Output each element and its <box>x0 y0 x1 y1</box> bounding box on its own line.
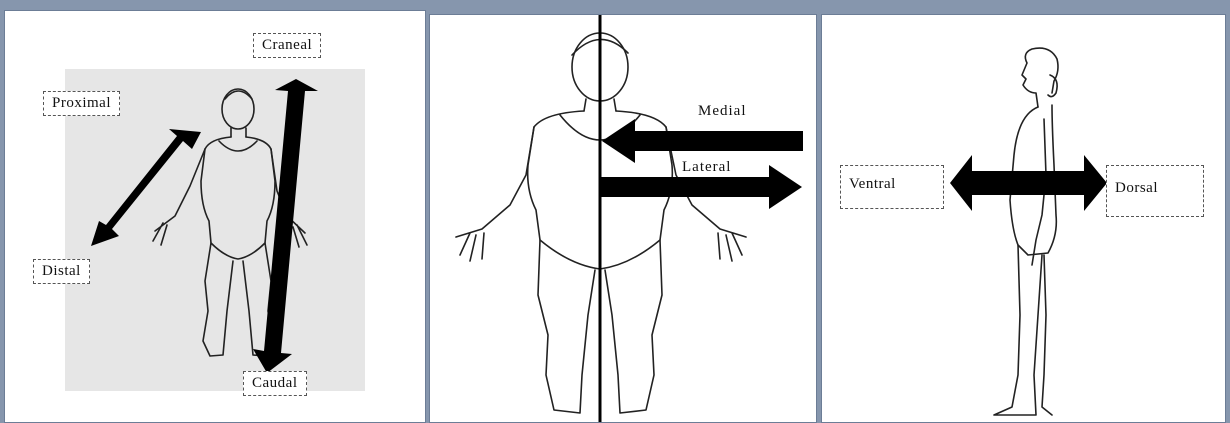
panel-medial-lateral: Medial Lateral <box>429 14 817 423</box>
label-dorsal: Dorsal <box>1106 165 1204 217</box>
label-distal: Distal <box>33 259 90 284</box>
label-medial: Medial <box>698 103 747 120</box>
panel-ventral-dorsal: Ventral Dorsal <box>821 14 1226 423</box>
label-proximal: Proximal <box>43 91 120 116</box>
label-ventral: Ventral <box>840 165 944 209</box>
craneal-caudal-arrow <box>253 79 318 373</box>
proximal-distal-arrow <box>91 129 201 246</box>
ventral-dorsal-arrow <box>950 155 1107 211</box>
panel-craneal-caudal: Craneal Proximal Distal Caudal <box>4 10 426 423</box>
medial-arrow <box>602 119 803 163</box>
lateral-body-figure <box>822 15 1226 423</box>
label-lateral: Lateral <box>682 159 731 176</box>
anterior-body-figure <box>5 11 426 423</box>
label-caudal: Caudal <box>243 371 307 396</box>
anterior-body-midline-figure <box>430 15 817 423</box>
label-craneal: Craneal <box>253 33 321 58</box>
